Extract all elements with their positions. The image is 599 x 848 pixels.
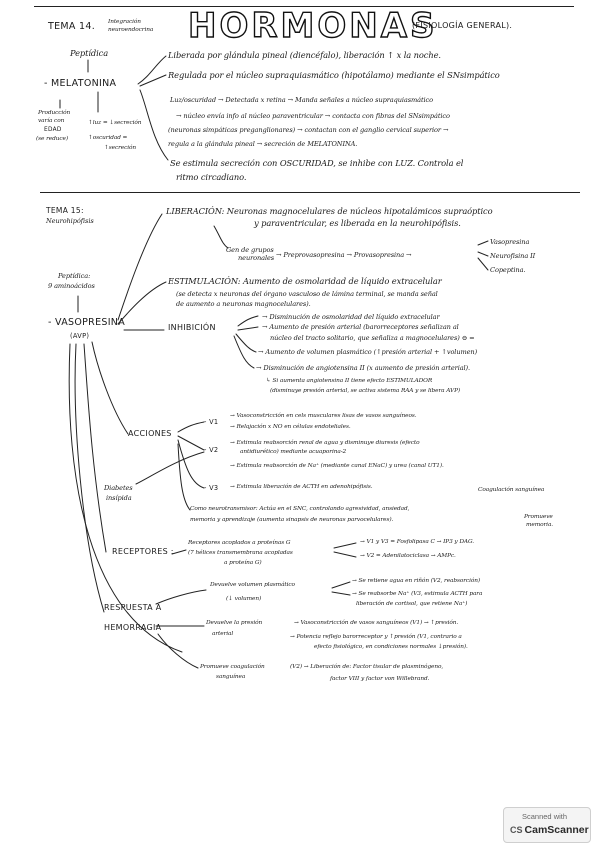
inhibicion-label: INHIBICIÓN bbox=[168, 323, 216, 332]
presion-line-5: efecto fisiológico, en condiciones norma… bbox=[314, 644, 468, 650]
melatonina-luz-2: ↑oscuridad = bbox=[88, 135, 128, 141]
coagulacion-note: Coagulación sanguínea bbox=[478, 487, 545, 493]
volumen-line-4: → Se reabsorbe Na⁺ (V3, estimula ACTH pa… bbox=[352, 591, 483, 597]
tema-14-label: TEMA 14. bbox=[48, 21, 96, 32]
diabetes-label-2: insípida bbox=[106, 494, 132, 502]
melatonina-line-3: Luz/oscuridad → Detectada x retina → Man… bbox=[170, 96, 434, 104]
gen-label-1: Gen de grupos bbox=[226, 246, 274, 254]
melatonina-luz-1: ↑luz = ↓secreción bbox=[88, 120, 142, 126]
product-vasopresina: Vasopresina bbox=[490, 238, 530, 246]
inhibicion-1: → Disminución de osmolaridad del líquido… bbox=[262, 313, 440, 321]
tema-14-sub-1: Integración bbox=[108, 19, 141, 25]
presion-line-4: → Potencia reflejo barorreceptor y ↑pres… bbox=[290, 634, 462, 640]
coagulacion-line-2: sanguínea bbox=[216, 674, 246, 680]
liberacion-line-1: LIBERACIÓN: Neuronas magnocelulares de n… bbox=[166, 206, 493, 216]
receptores-line-3: a proteína G) bbox=[224, 560, 262, 566]
page-subtitle: (FISIOLOGÍA GENERAL). bbox=[412, 21, 513, 30]
neurotransmisor-note-1: Promueve bbox=[524, 514, 553, 520]
hemorragia-label-2: HEMORRAGIA bbox=[104, 623, 162, 632]
melatonina-line-4: → núcleo envía info al núcleo paraventri… bbox=[176, 112, 450, 120]
coagulacion-line-3: (V2) → Liberación de: Factor tisular de … bbox=[290, 664, 444, 670]
volumen-line-3: → Se retiene agua en riñón (V2, reabsorc… bbox=[352, 578, 481, 584]
melatonina-type: Peptídica bbox=[70, 48, 109, 58]
estimulacion-line-2: (se detecta x neuronas del órgano vascul… bbox=[176, 290, 438, 298]
volumen-line-2: (↓ volumen) bbox=[226, 596, 262, 602]
section-rule bbox=[40, 192, 580, 193]
hemorragia-label-1: RESPUESTA A bbox=[104, 603, 162, 612]
diabetes-label-1: Diabetes bbox=[104, 484, 133, 492]
v1-label: - V1 bbox=[204, 418, 219, 426]
receptores-line-5: → V2 = Adenilatociclasa → AMPc. bbox=[360, 553, 456, 559]
v3-label: - V3 bbox=[204, 484, 219, 492]
tema-14-sub-2: neuroendocrina bbox=[108, 27, 154, 33]
acciones-label: ACCIONES bbox=[128, 429, 172, 438]
receptores-line-1: Receptores acoplados a proteínas G bbox=[188, 540, 291, 546]
v3-line: → Estimula liberación de ACTH en adenohi… bbox=[230, 484, 373, 490]
melatonina-luz-3: ↑secreción bbox=[104, 145, 137, 151]
vasopresina-name: - VASOPRESINA bbox=[48, 317, 126, 328]
vasopresina-type-1: Peptídica: bbox=[58, 272, 91, 280]
product-copeptina: Copeptina. bbox=[490, 266, 526, 274]
top-rule bbox=[34, 6, 574, 7]
coagulacion-line-1: Promueve coagulación bbox=[200, 664, 265, 670]
inhibicion-6: ↳ Si aumenta angiotensina II tiene efect… bbox=[266, 378, 433, 384]
page-title: HORMONAS bbox=[187, 6, 438, 46]
camscanner-icon: CS bbox=[510, 825, 523, 835]
presion-line-1: Devuelve la presión bbox=[206, 620, 263, 626]
melatonina-line-8: ritmo circadiano. bbox=[176, 172, 247, 182]
v2-line-1: → Estimula reabsorción renal de agua y d… bbox=[230, 440, 420, 446]
v1-line-1: → Vasoconstricción en cels musculares li… bbox=[230, 413, 417, 419]
v2-line-3: → Estimula reabsorción de Na⁺ (mediante … bbox=[230, 463, 444, 469]
vasopresina-type-2: 9 aminoácidos bbox=[48, 282, 95, 290]
gen-label-2: neuronales bbox=[238, 254, 275, 262]
vasopresina-abbr: (AVP) bbox=[70, 332, 90, 340]
inhibicion-4: → Aumento de volumen plasmático (↑presió… bbox=[258, 348, 478, 356]
melatonina-side-3: EDAD bbox=[44, 127, 62, 133]
melatonina-line-2: Regulada por el núcleo supraquiasmático … bbox=[168, 70, 500, 80]
tema-15-label: TEMA 15: bbox=[46, 206, 84, 215]
inhibicion-3: núcleo del tracto solitario, que señaliz… bbox=[270, 334, 475, 342]
melatonina-side-2: varía con bbox=[38, 118, 65, 124]
neurotransmisor-line-1: Como neurotransmisor: Actúa en el SNC, c… bbox=[190, 506, 410, 512]
v2-label: - V2 bbox=[204, 446, 219, 454]
receptores-line-2: (7 hélices transmembrana acopladas bbox=[188, 550, 293, 556]
melatonina-side-4: (se reduce) bbox=[36, 136, 68, 142]
melatonina-name: - MELATONINA bbox=[44, 78, 117, 89]
presion-line-3: → Vasoconstricción de vasos sanguíneos (… bbox=[294, 620, 459, 626]
receptores-line-4: → V1 y V3 = Fosfolipasa C → IP3 y DAG. bbox=[360, 539, 475, 545]
coagulacion-line-4: factor VIII y factor von Willebrand. bbox=[330, 676, 430, 682]
precursor-chain: → Preprovasopresina → Provasopresina → bbox=[276, 251, 412, 259]
melatonina-side-1: Producción bbox=[38, 110, 71, 116]
melatonina-line-1: Liberada por glándula pineal (diencéfalo… bbox=[168, 50, 441, 60]
watermark-brand: CamScanner bbox=[524, 824, 589, 836]
presion-line-2: arterial bbox=[212, 631, 234, 637]
receptores-label: RECEPTORES : bbox=[112, 547, 174, 556]
neurotransmisor-note-2: memoria. bbox=[526, 522, 554, 528]
volumen-line-5: liberación de cortisol, que retiene Na⁺) bbox=[356, 601, 468, 607]
v1-line-2: → Relajación x NO en células endoteliale… bbox=[230, 424, 351, 430]
melatonina-line-7: Se estimula secreción con OSCURIDAD, se … bbox=[170, 158, 464, 168]
inhibicion-5: → Disminución de angiotensina II (x aume… bbox=[256, 364, 471, 372]
inhibicion-2: → Aumento de presión arterial (barorrece… bbox=[262, 323, 459, 331]
watermark-line-1: Scanned with bbox=[522, 812, 568, 821]
estimulacion-line-1: ESTIMULACIÓN: Aumento de osmolaridad de … bbox=[168, 276, 442, 286]
neurotransmisor-line-2: memoria y aprendizaje (aumenta sinapsis … bbox=[190, 517, 394, 523]
inhibicion-7: (disminuye presión arterial, se activa s… bbox=[270, 388, 461, 394]
melatonina-line-5: (neuronas simpáticas preganglionares) → … bbox=[168, 126, 449, 134]
liberacion-line-2: y paraventricular, es liberada en la neu… bbox=[254, 218, 461, 228]
melatonina-line-6: regula a la glándula pineal → secreción … bbox=[168, 140, 358, 148]
v2-line-2: antidiurético) mediante acuaporina-2 bbox=[240, 449, 347, 455]
tema-15-sub: Neurohipófisis bbox=[46, 217, 94, 225]
estimulacion-line-3: de aumento a neuronas magnocelulares). bbox=[176, 300, 311, 308]
volumen-line-1: Devuelve volumen plasmático bbox=[210, 582, 295, 588]
product-neurofisina: Neurofisina II bbox=[490, 252, 536, 260]
